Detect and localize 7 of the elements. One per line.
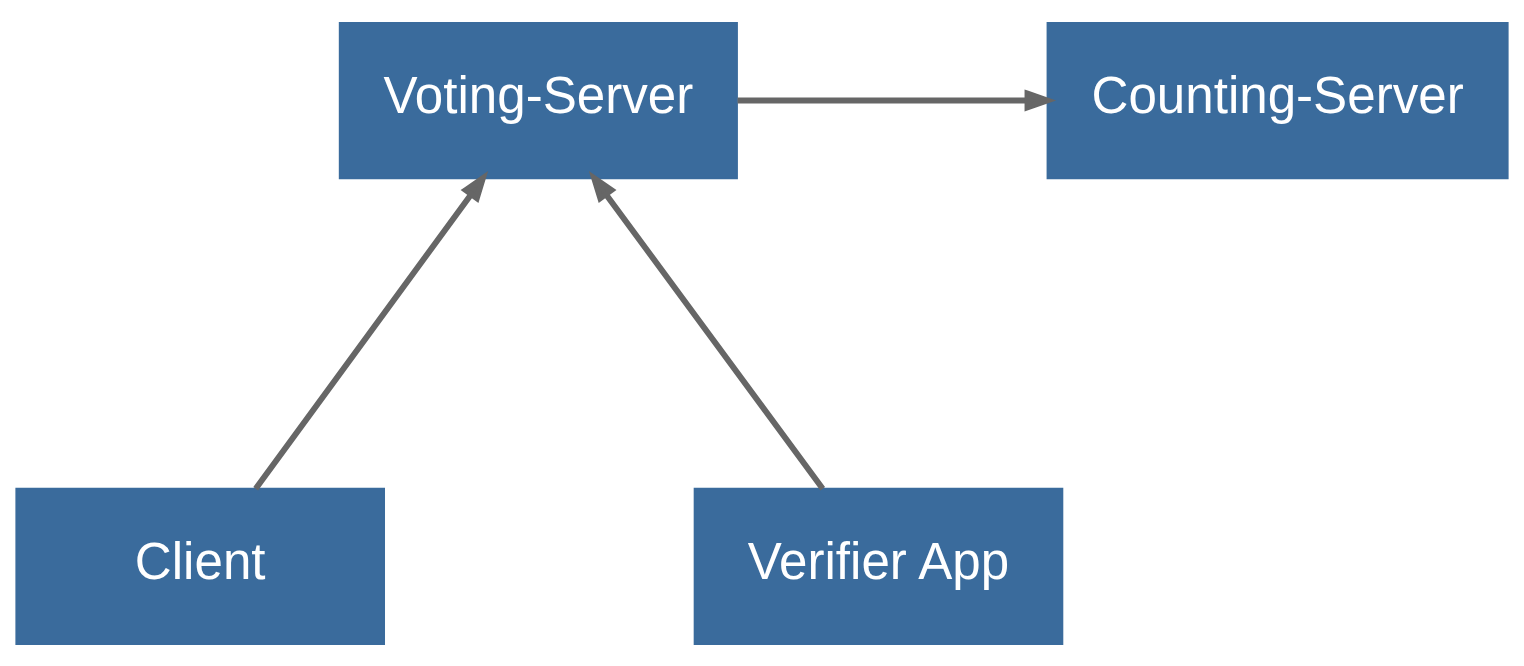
node-box: Counting-Server bbox=[1046, 21, 1509, 179]
node-box: Voting-Server bbox=[338, 21, 738, 179]
node-box: Client bbox=[15, 487, 385, 645]
arrow bbox=[253, 170, 489, 490]
arrow bbox=[588, 170, 826, 490]
arrow bbox=[737, 89, 1057, 112]
node-box: Verifier App bbox=[693, 487, 1064, 645]
